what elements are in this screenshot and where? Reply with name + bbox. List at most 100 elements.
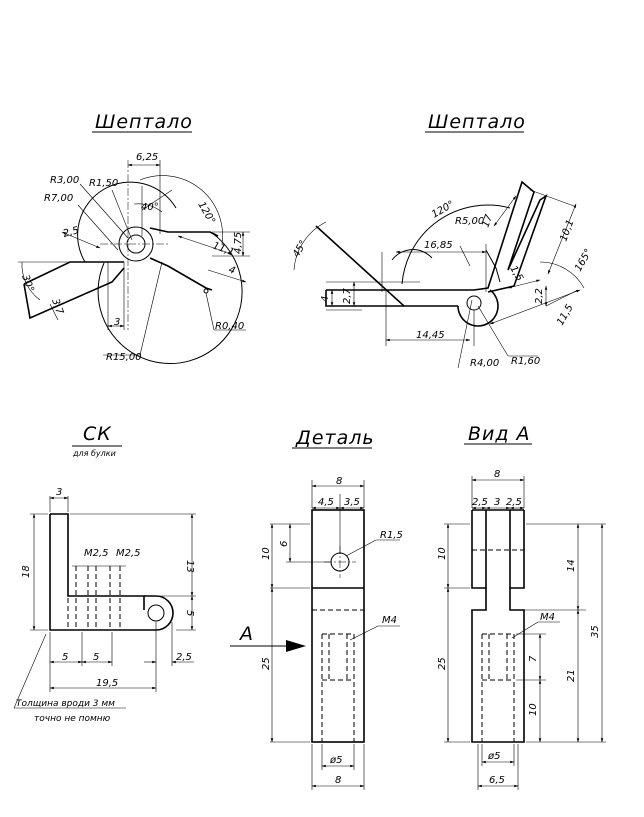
dim-arc-120: [139, 175, 223, 245]
thread-label-m2-5-b: M2,5: [116, 548, 141, 559]
lever-outline: [473, 180, 548, 293]
dim-165-deg: 165°: [573, 247, 595, 273]
note-not-sure: точно не помню: [34, 714, 111, 724]
leader-m4: [511, 621, 539, 639]
lever-upper-edge: [149, 227, 219, 237]
arc-r5: [391, 249, 433, 261]
dim-line: [489, 289, 581, 325]
dim-1-5: 1,5: [507, 264, 524, 283]
dim-3-7: 3,7: [49, 297, 65, 316]
dim-7: 7: [528, 655, 539, 662]
view-arrow-a-head: [286, 640, 306, 652]
dim-30-deg: 30°: [19, 273, 35, 293]
dim-2-5: 2,5: [176, 652, 192, 663]
dim-5-vertical: 5: [184, 610, 195, 616]
note-thickness: Толщина вроди 3 мм: [16, 699, 115, 709]
dim-6: 6: [279, 541, 290, 547]
dim-3: 3: [56, 487, 62, 498]
dim-25: 25: [261, 657, 272, 670]
dim-2-5-a: 2,5: [472, 497, 488, 508]
detal-body: [311, 509, 365, 743]
leader-r7: [77, 204, 119, 251]
dim-arc-45: [293, 221, 327, 271]
label-r7: R7,00: [44, 193, 73, 204]
body-boss: [457, 289, 499, 327]
view-sheptalo-2: 120° 17 R5,00 10,1 45° 16,85 1,5 165° 4 …: [291, 180, 595, 369]
ext-line: [141, 189, 173, 211]
leader-r15: [139, 261, 163, 356]
dim-8: 8: [494, 469, 500, 480]
dim-3: 3: [494, 497, 500, 508]
dim-4: 4: [320, 296, 331, 302]
title-vid-a: Вид А: [468, 423, 531, 445]
arm-lower-edge: [23, 267, 125, 320]
dim-line: [493, 195, 517, 227]
dim-2-5-b: 2,5: [506, 497, 522, 508]
dim-2-7: 2,7: [342, 287, 353, 304]
label-r1-5: R1,5: [380, 530, 403, 541]
dim-14: 14: [566, 559, 577, 572]
title-sk-subtitle: для булки: [72, 449, 116, 458]
view-arrow-a-label: А: [238, 623, 254, 645]
leader-r4: [457, 299, 473, 369]
sk-boss: [144, 595, 174, 631]
dim-8-top: 8: [336, 476, 342, 487]
label-r5: R5,00: [455, 216, 484, 227]
label-r1-6: R1,60: [511, 356, 540, 367]
dim-19-5: 19,5: [96, 678, 118, 689]
body-diagonal-edge: [315, 225, 458, 307]
leader-thickness-note: [13, 633, 47, 709]
dim-6-5: 6,5: [489, 775, 505, 786]
dim-line: [547, 203, 577, 275]
arc-r7: [77, 181, 177, 263]
view-sk: 3 18 M2,5 M2,5 13 5 5 5 2,5 19,5 Толщина…: [13, 487, 196, 724]
dim-8-bottom: 8: [335, 775, 341, 786]
title-sk: СК: [83, 423, 112, 445]
arc-120: [401, 204, 511, 285]
view-vid-a: 8 2,5 3 2,5 10 14 M4 35 7 25 21 10 ø5 6,…: [437, 469, 606, 790]
dim-5-a: 5: [62, 652, 68, 663]
dim-3: 3: [114, 317, 120, 328]
dim-10: 10: [261, 547, 272, 560]
dim-arc-30: [21, 261, 41, 301]
title-sheptalo-1-group: Шептало: [92, 111, 192, 133]
label-r15: R15,00: [106, 352, 142, 363]
dim-2-5: 2,5: [62, 225, 80, 240]
notch: [485, 249, 501, 283]
dim-arc-40: [133, 203, 163, 213]
sk-hole: [147, 604, 165, 622]
leader-m4: [349, 625, 379, 641]
dim-line: [507, 279, 541, 289]
leader-r1-6: [477, 305, 509, 357]
dim-3-5: 3,5: [344, 497, 360, 508]
dim-14-45: 14,45: [416, 330, 445, 341]
dim-35: 35: [590, 625, 601, 638]
dim-2-2: 2,2: [534, 288, 545, 304]
label-r4: R4,00: [470, 358, 499, 369]
ext-line: [529, 189, 575, 207]
thread-label-m4: M4: [382, 615, 397, 626]
title-vid-a-group: Вид А: [464, 423, 532, 445]
dim-4-75: 4,75: [233, 232, 244, 254]
label-r0-4: R0,40: [215, 321, 244, 332]
dim-6-25: 6,25: [136, 152, 158, 163]
dim-diameter-5: ø5: [329, 755, 342, 766]
dim-40-deg: 40°: [141, 202, 159, 213]
sk-upper-outline: [50, 513, 145, 610]
title-sk-group: СК для булки: [72, 423, 122, 458]
leader-r1-5: [111, 189, 133, 241]
view-detal: 8 4,5 3,5 R1,5 10 6 А M4 25 ø5 8: [230, 476, 403, 790]
dim-11-5: 11,5: [555, 303, 576, 328]
dim-10-1: 10,1: [558, 218, 576, 243]
dim-17: 17: [480, 213, 495, 229]
title-sheptalo-2-group: Шептало: [425, 111, 526, 133]
lever-lower-edge: [149, 257, 213, 291]
dim-16-85: 16,85: [424, 240, 453, 251]
dim-25: 25: [437, 657, 448, 670]
dim-line: [177, 235, 233, 255]
dim-13: 13: [184, 560, 195, 573]
dim-line: [61, 231, 101, 249]
title-sheptalo-2: Шептало: [428, 111, 526, 133]
dim-45-deg: 45°: [291, 239, 309, 260]
